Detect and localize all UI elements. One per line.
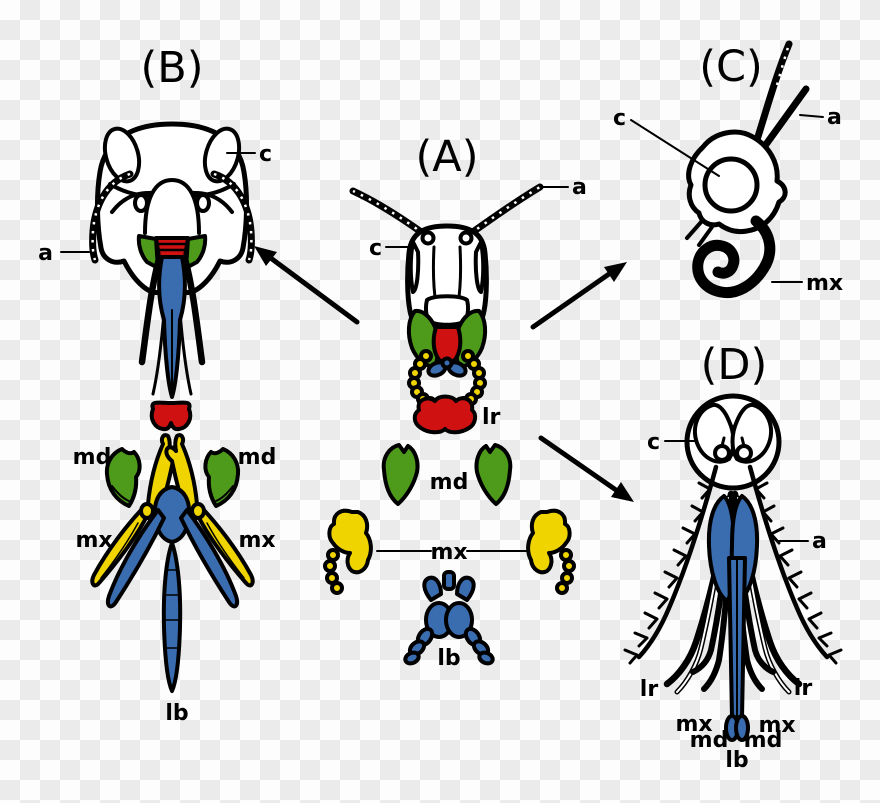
a-antenna-left (349, 187, 428, 238)
arrow-to-panel-c (530, 262, 627, 330)
b-mandible-piece-left (104, 447, 142, 508)
b-mandible-shading (111, 485, 234, 502)
a-antenna-right (466, 183, 544, 238)
c-maxilla-label: mx (806, 271, 843, 296)
b-antenna-label: a (38, 241, 53, 266)
b-eye-right (202, 126, 242, 184)
a-antenna-socket-right (458, 230, 474, 246)
a-labrum-attached (431, 325, 463, 363)
d-cranium-label: c (647, 430, 660, 455)
b-labrum-attached (154, 236, 190, 259)
d-antenna-socket-right (735, 444, 753, 462)
b-eye-left (102, 126, 142, 184)
panel-c-title: (C) (699, 42, 763, 92)
arrowhead (254, 246, 277, 266)
a-labrum-label: lr (482, 405, 501, 430)
d-antenna-left (623, 464, 719, 665)
c-proboscis-coil (695, 218, 773, 296)
a-mandible-piece-left (381, 443, 420, 506)
c-antenna-left (752, 40, 793, 147)
c-cranium-leader (630, 119, 720, 177)
b-labium-wing-left (105, 508, 166, 609)
a-maxilla-piece-right (526, 508, 576, 595)
panel-d: (D) (623, 340, 841, 773)
b-maxilla-label-right: mx (238, 528, 275, 553)
c-eye (702, 156, 760, 214)
panel-b-title: (B) (140, 43, 203, 93)
d-labrum-label-left: lr (640, 677, 659, 702)
a-mandible-label: md (430, 470, 469, 495)
b-antenna-socket-left (133, 193, 149, 213)
b-antenna-socket-right (195, 193, 211, 213)
c-cranium-label: c (613, 106, 626, 131)
d-mandible-label-right: md (744, 728, 783, 753)
b-antenna-right-segments (213, 172, 253, 261)
d-maxilla-label-right: mx (758, 713, 795, 738)
b-maxilla-strand-left (140, 257, 161, 364)
d-labrum-label-right: lr (794, 676, 813, 701)
d-mandible-label-left: md (690, 728, 729, 753)
a-antenna-socket-left (420, 230, 436, 246)
a-mandible-piece-right (474, 443, 513, 506)
c-antenna-label: a (827, 105, 842, 130)
b-maxilla-piece-left (90, 433, 181, 588)
a-antenna-label: a (572, 175, 587, 200)
d-labium-label: lb (725, 748, 748, 773)
d-labella-right (734, 714, 750, 742)
d-antenna-label: a (812, 529, 827, 554)
b-mandible-label-right: md (238, 445, 277, 470)
panel-c: (C) c a mx (613, 40, 843, 299)
a-maxilla-piece-left (323, 508, 373, 595)
b-labium-label: lb (165, 701, 188, 726)
b-maxilla-label-left: mx (75, 528, 112, 553)
arrow-to-panel-b (254, 246, 360, 325)
d-maxilla-label-left: mx (675, 712, 712, 737)
b-mandible-label-left: md (73, 445, 112, 470)
arrow-to-panel-d (538, 435, 634, 502)
a-maxilla-label: mx (430, 540, 467, 565)
a-eye-left (408, 240, 421, 294)
d-antenna-socket-left (713, 444, 731, 462)
a-cranium-label: c (369, 236, 382, 261)
b-antenna-left-segments (91, 172, 131, 261)
b-labrum-piece (149, 400, 193, 432)
a-labium-tip (440, 356, 454, 370)
a-eye-right (473, 240, 486, 294)
arrowhead (611, 482, 634, 502)
b-glossa-ticks (164, 569, 180, 649)
panel-d-title: (D) (701, 340, 768, 390)
arrowhead (604, 262, 627, 282)
a-labium-piece (403, 570, 497, 668)
panel-a: (A) a c lr (323, 132, 587, 671)
a-labium-label: lb (437, 646, 460, 671)
panel-a-title: (A) (416, 132, 479, 182)
b-glossa (161, 541, 183, 693)
a-labrum-piece (412, 394, 478, 435)
b-cranium-label: c (259, 142, 272, 167)
b-maxilla-strand-right (183, 257, 204, 364)
b-labrum-lines (156, 242, 188, 252)
c-antenna-leader (799, 114, 824, 118)
panel-b: (B) c a (38, 43, 276, 726)
c-antenna-right (758, 85, 810, 154)
c-palpi-spikes (685, 219, 714, 247)
